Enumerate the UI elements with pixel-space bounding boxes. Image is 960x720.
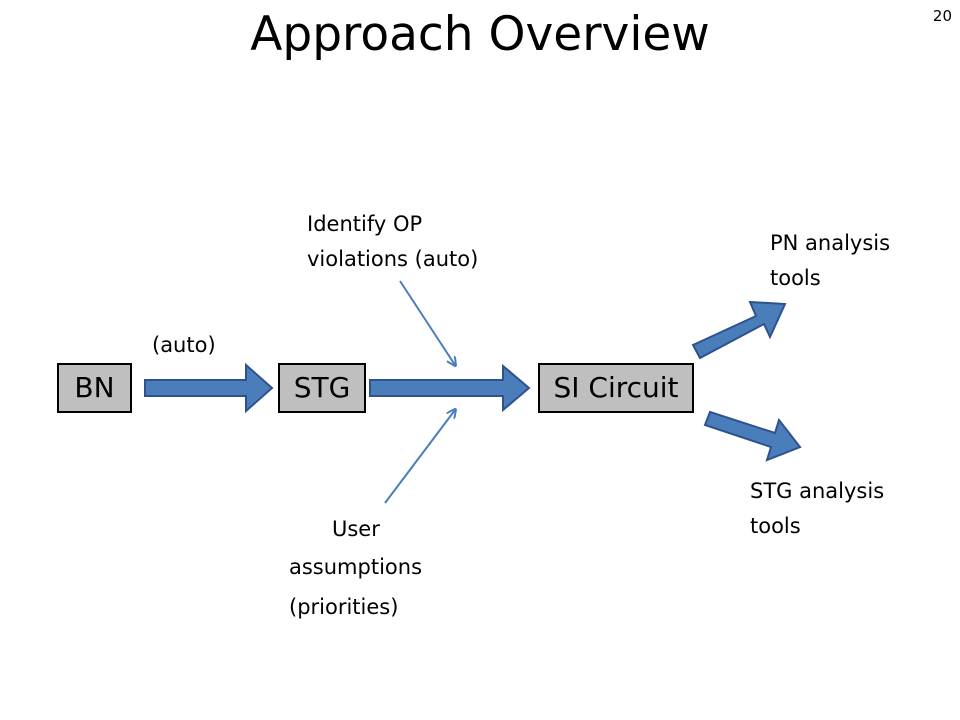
thin-arrow-user-assumptions — [384, 410, 455, 504]
label-user-assumptions-line-3: (priorities) — [289, 595, 399, 619]
label-pn-tools-line-1: PN analysis — [770, 231, 891, 255]
node-bn: BN — [57, 363, 132, 413]
block-arrow-stg-to-si — [369, 363, 531, 413]
label-stg-analysis-tools: STG analysis tools — [750, 474, 884, 544]
label-stg-tools-line-1: STG analysis — [750, 479, 885, 503]
label-pn-analysis-tools: PN analysis tools — [770, 226, 890, 296]
label-identify-op-line-1: Identify OP — [307, 212, 423, 236]
node-si-circuit: SI Circuit — [538, 363, 694, 413]
label-user-assumptions-line-1: User — [332, 517, 380, 541]
label-identify-op-violations: Identify OP violations (auto) — [307, 207, 478, 277]
label-stg-tools-line-2: tools — [750, 514, 801, 538]
slide-title: Approach Overview — [250, 7, 710, 62]
block-arrow-bn-to-stg — [144, 362, 274, 414]
label-pn-tools-line-2: tools — [770, 266, 821, 290]
label-identify-op-line-2: violations (auto) — [307, 247, 479, 271]
block-arrow-si-to-pn-tools — [691, 300, 787, 360]
label-auto: (auto) — [152, 333, 216, 357]
node-stg: STG — [278, 363, 366, 413]
slide-number: 20 — [932, 7, 952, 25]
thin-arrow-identify-op — [399, 280, 455, 365]
label-user-assumptions-line-2: assumptions — [289, 555, 423, 579]
block-arrow-si-to-stg-tools — [703, 410, 802, 462]
